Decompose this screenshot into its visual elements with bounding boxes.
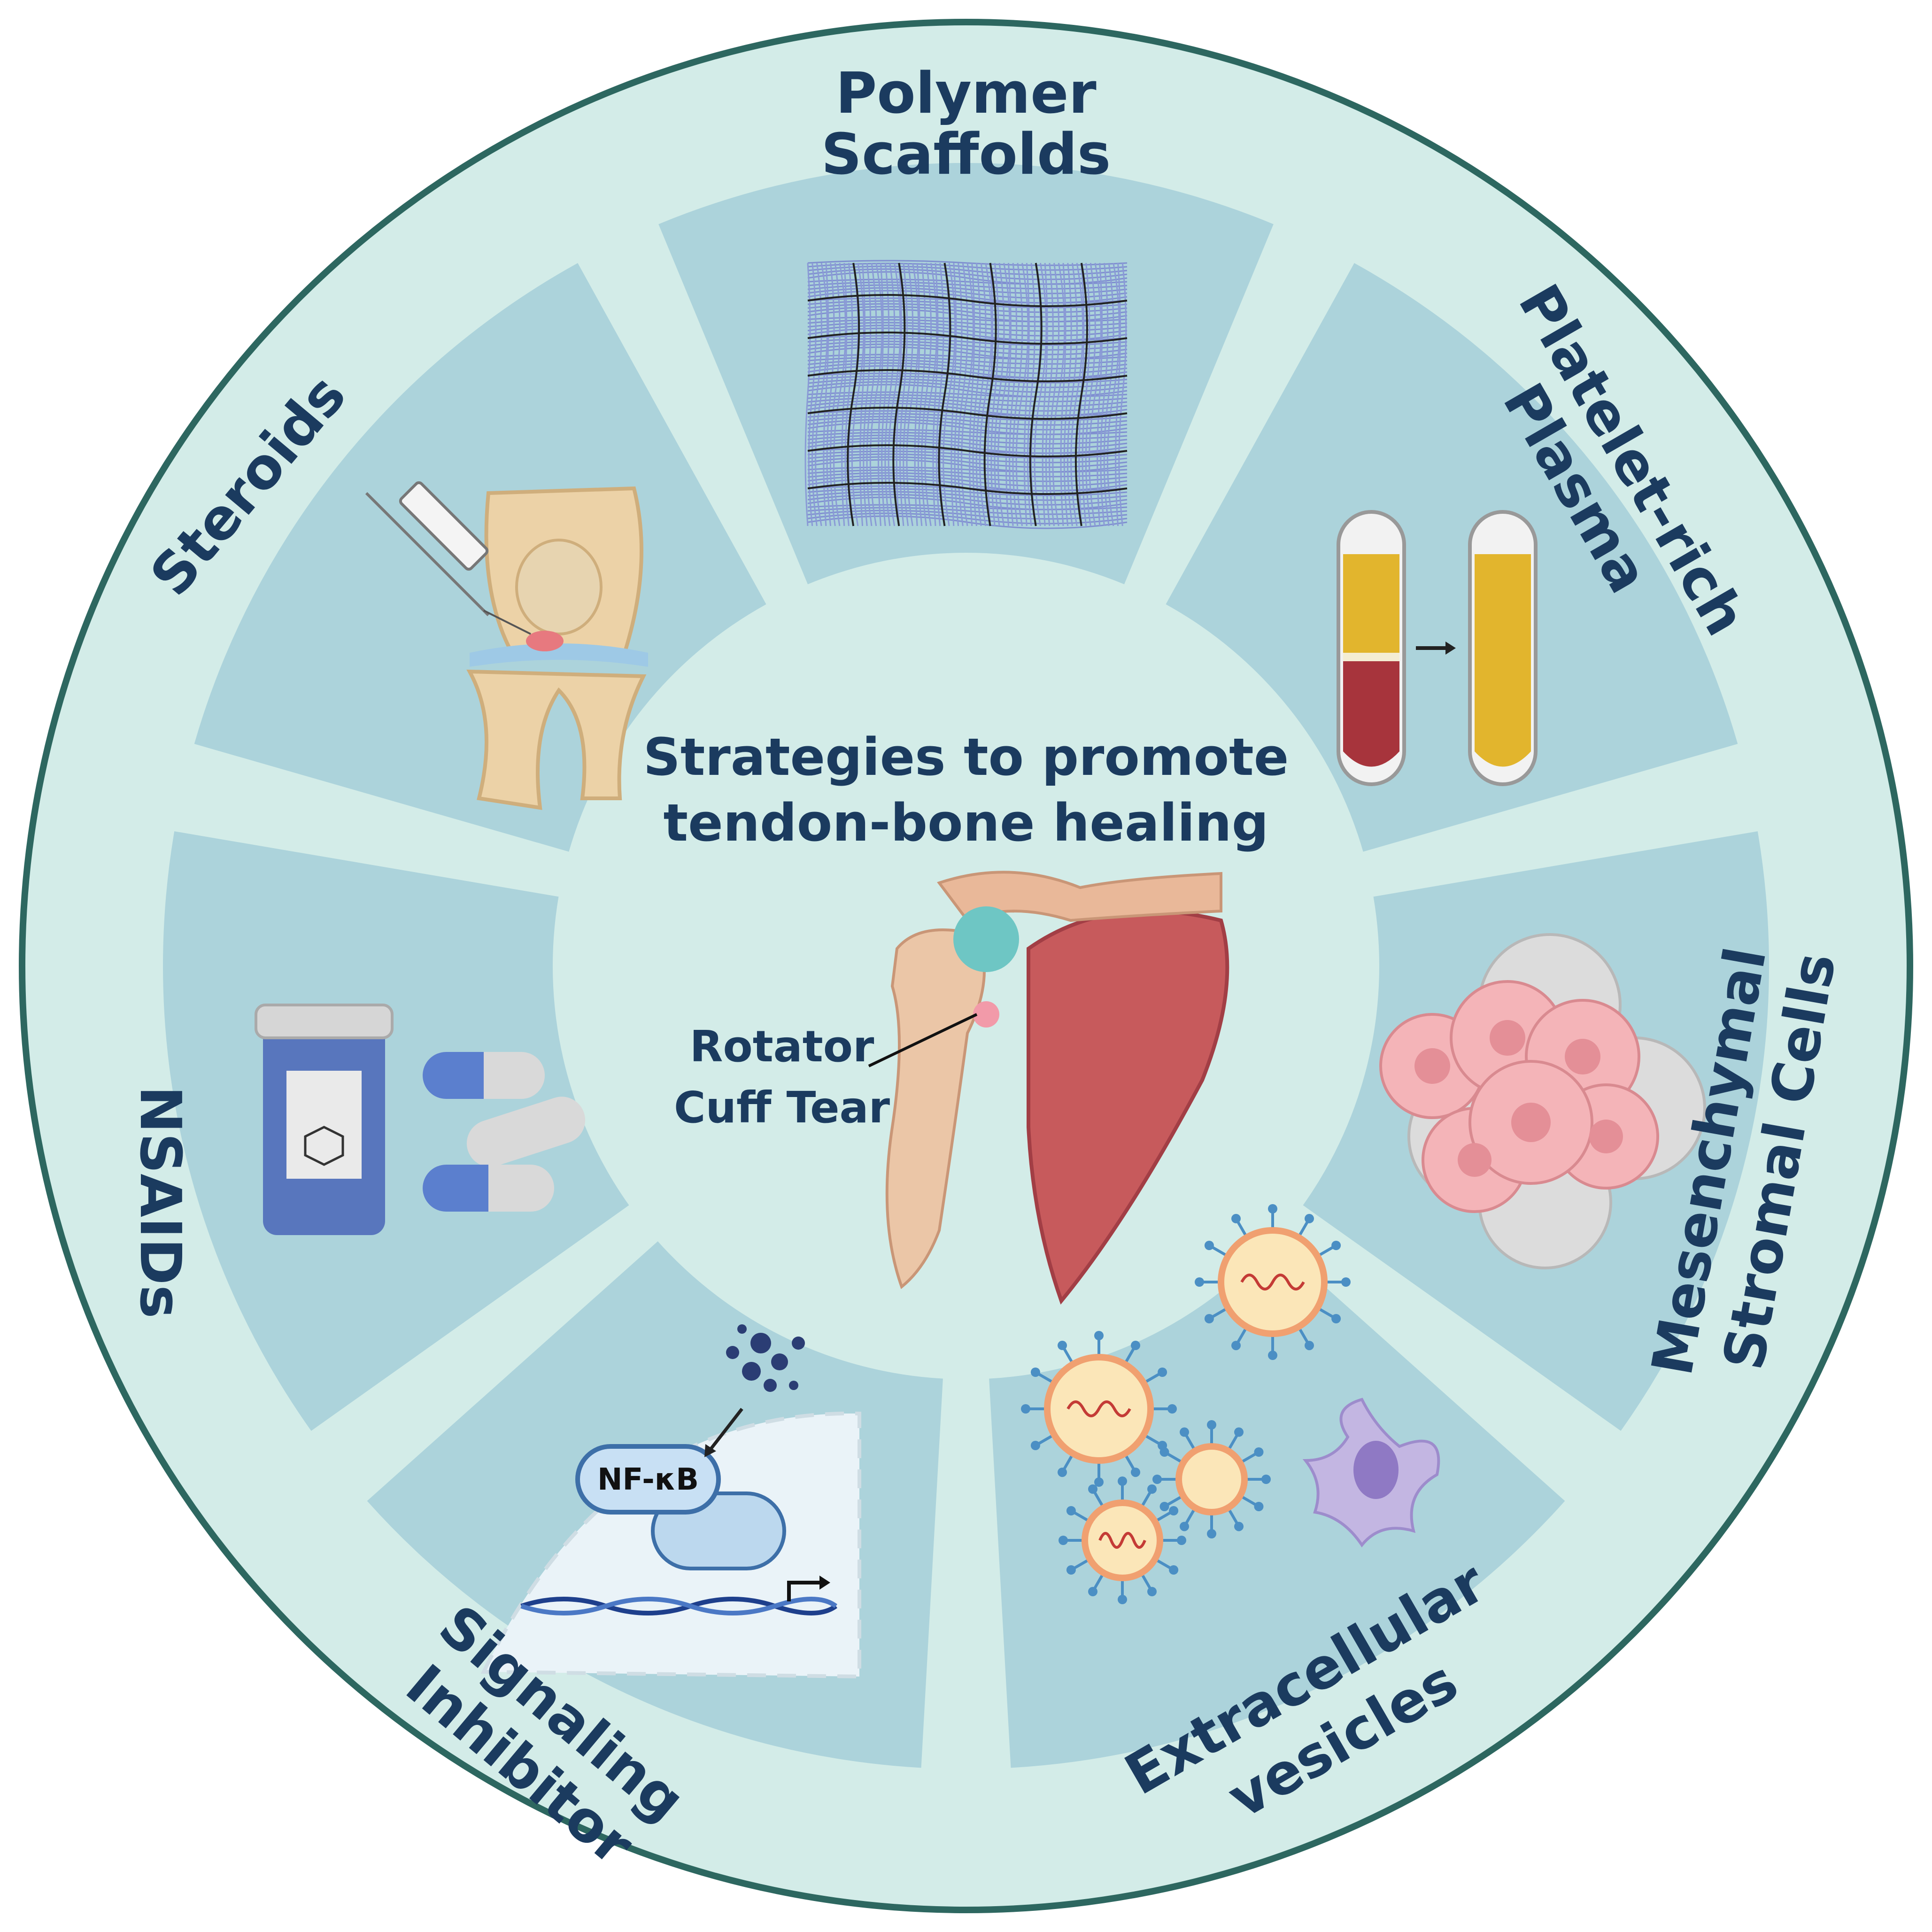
tear-pointer-line — [868, 1013, 978, 1067]
label-nsaids: NSAIDs — [127, 1086, 193, 1318]
rotator-cuff-label-line1: Rotator — [690, 1021, 874, 1072]
scaffold-mesh-icon — [804, 260, 1128, 529]
shoulder-icon — [868, 871, 1229, 1305]
nfkb-nucleus-icon: NF-κB — [480, 1324, 861, 1679]
vesicle — [1059, 1476, 1186, 1604]
center-title-line2: tendon-bone healing — [664, 793, 1269, 853]
vesicle — [1152, 1420, 1271, 1538]
center-title-line1: Strategies to promote — [643, 727, 1289, 787]
nfkb-badge: NF-κB — [597, 1462, 699, 1497]
msc-cluster-icon — [1379, 933, 1706, 1269]
pill-bottle-icon — [255, 1004, 586, 1235]
label-polymer-line2: Scaffolds — [821, 122, 1111, 187]
wedge-prp — [1166, 263, 1738, 852]
vesicles-icon — [1021, 1204, 1440, 1604]
knee-injection-icon — [365, 481, 648, 810]
wedge-nsaids — [163, 831, 629, 1431]
vesicle — [1195, 1204, 1351, 1360]
prp-tubes-icon — [1337, 510, 1538, 786]
label-polymer-line1: Polymer — [835, 61, 1096, 126]
rotator-cuff-label-line2: Cuff Tear — [674, 1082, 890, 1133]
vesicle — [1021, 1331, 1177, 1487]
